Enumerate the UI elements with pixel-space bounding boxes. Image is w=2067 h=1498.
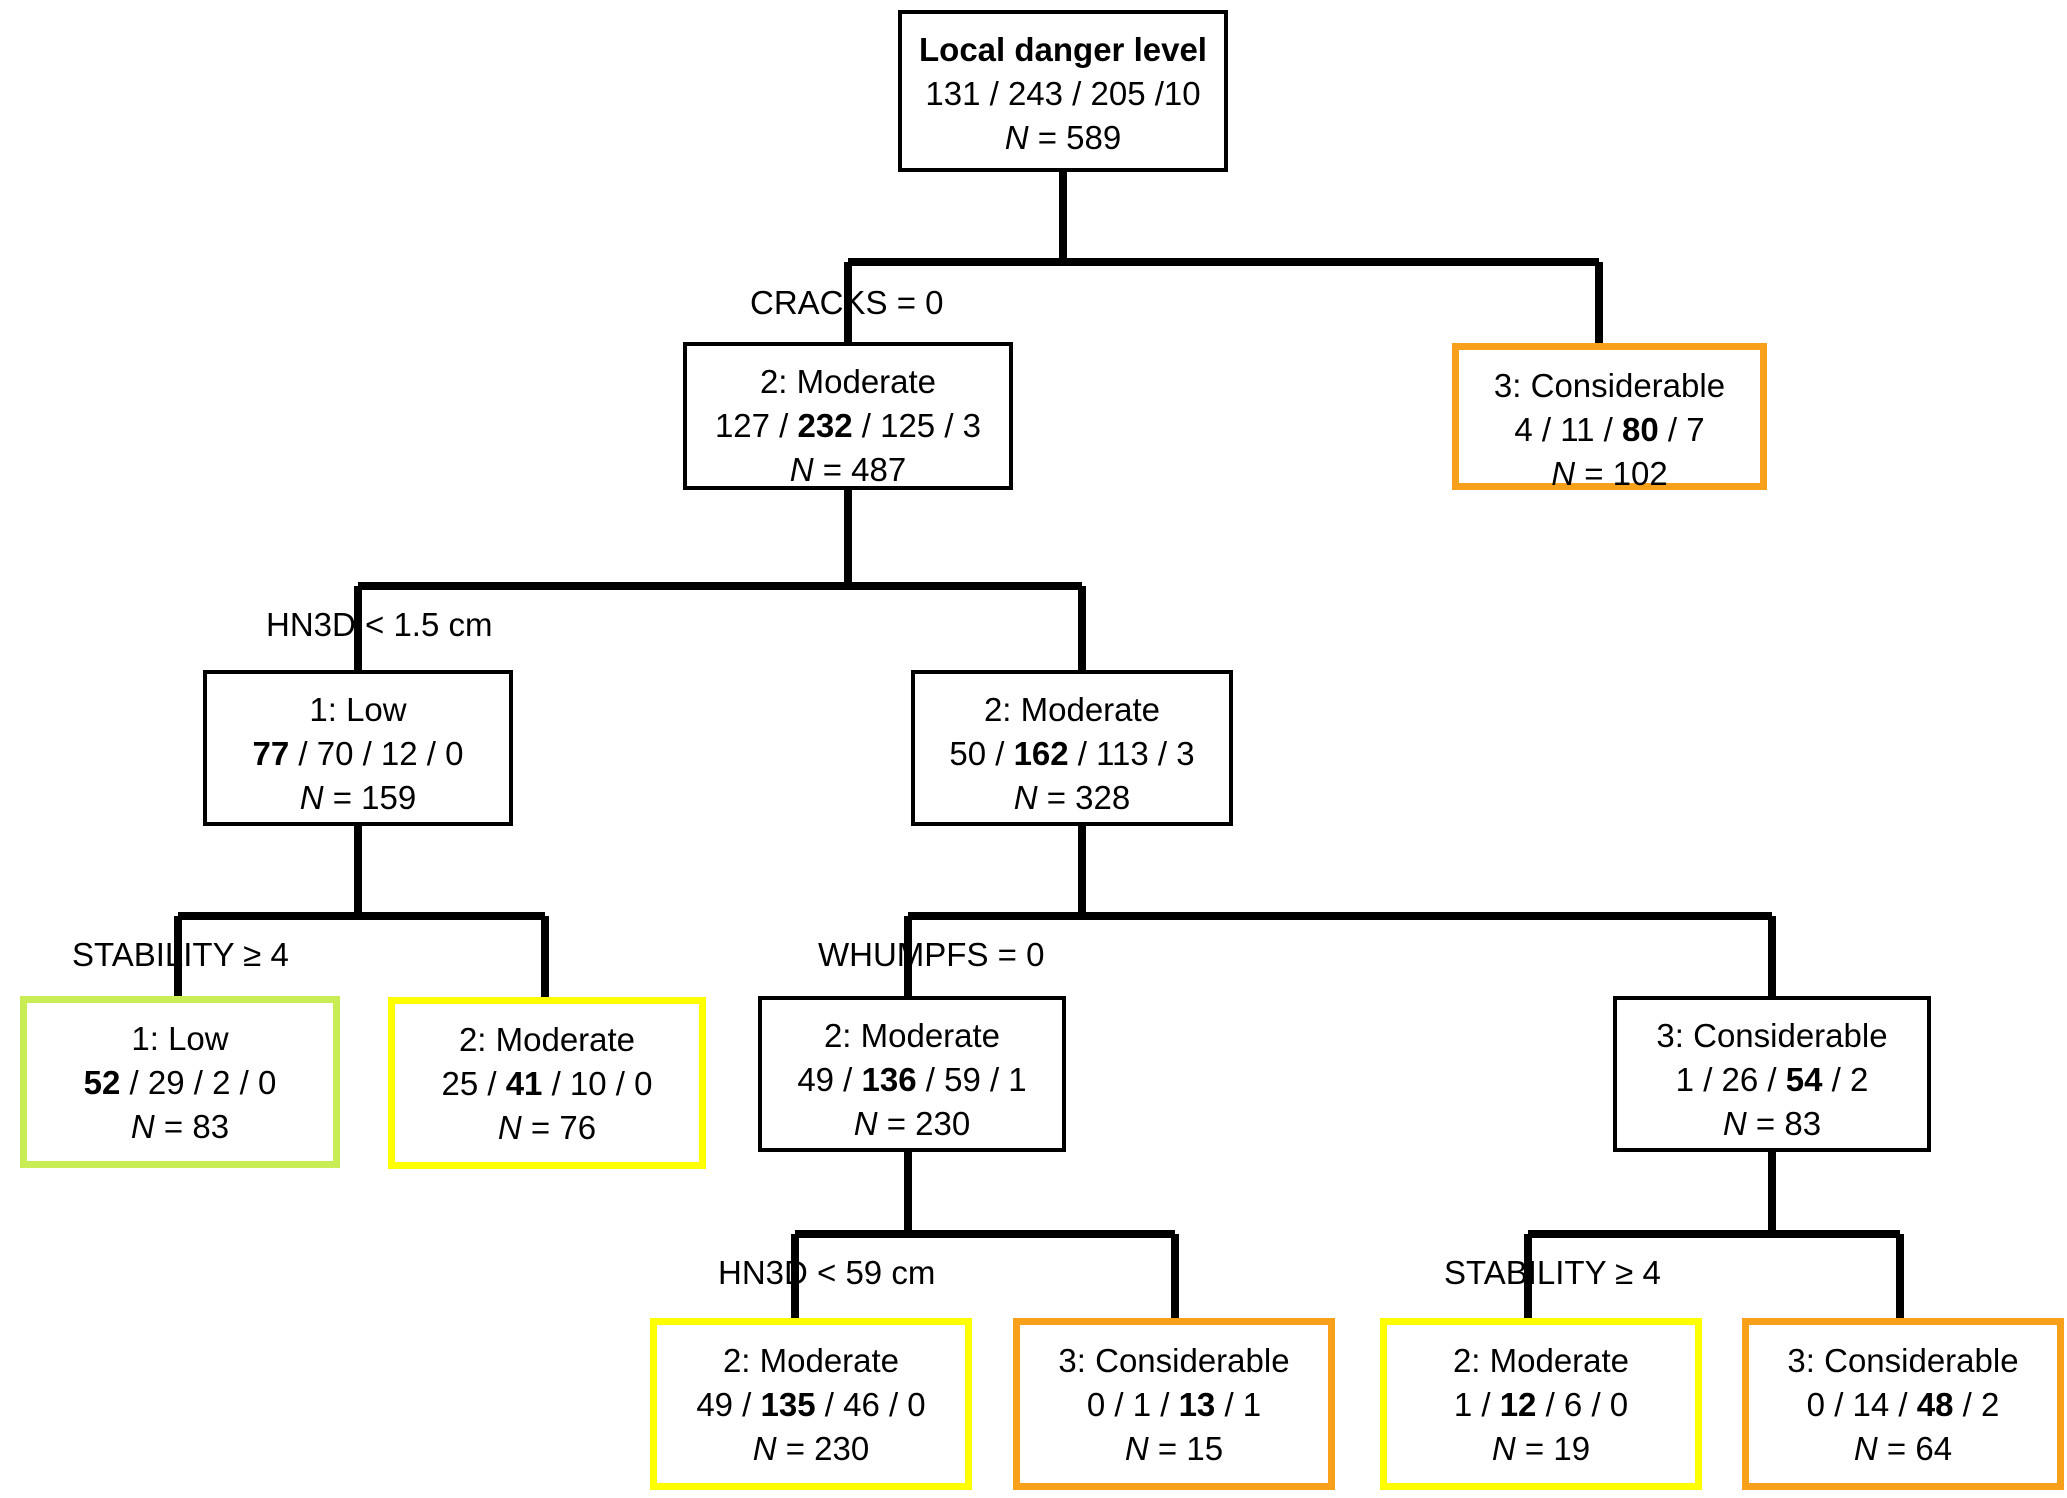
- node-counts: 50 / 162 / 113 / 3: [949, 735, 1195, 772]
- node-leaf-stability2-high-3-considerable[interactable]: 3: Considerable 0 / 14 / 48 / 2 N = 64: [1742, 1318, 2064, 1490]
- node-title: 3: Considerable: [1493, 367, 1726, 404]
- node-leaf-stability2-low-2-moderate[interactable]: 2: Moderate 1 / 12 / 6 / 0 N = 19: [1380, 1318, 1702, 1490]
- node-sample-size: N = 64: [1853, 1430, 1953, 1467]
- node-counts: 49 / 135 / 46 / 0: [696, 1386, 926, 1423]
- node-sample-size: N = 83: [130, 1108, 230, 1145]
- node-leaf-stability-high-2-moderate[interactable]: 2: Moderate 25 / 41 / 10 / 0 N = 76: [388, 997, 706, 1169]
- edge-label-hn3d-59cm: HN3D < 59 cm: [718, 1254, 936, 1291]
- node-whumpfs-1-considerable[interactable]: 3: Considerable 1 / 26 / 54 / 2 N = 83: [1613, 996, 1931, 1152]
- node-sample-size: N = 589: [1004, 119, 1122, 156]
- node-counts: 1 / 12 / 6 / 0: [1453, 1386, 1629, 1423]
- edge-label-whumpfs: WHUMPFS = 0: [818, 936, 1045, 973]
- node-cracks-0-moderate[interactable]: 2: Moderate 127 / 232 / 125 / 3 N = 487: [683, 342, 1013, 490]
- node-counts: 77 / 70 / 12 / 0: [252, 735, 464, 772]
- node-local-danger-level[interactable]: Local danger level 131 / 243 / 205 /10 N…: [898, 10, 1228, 172]
- node-title: 3: Considerable: [1656, 1017, 1888, 1054]
- node-counts: 0 / 1 / 13 / 1: [1086, 1386, 1262, 1423]
- node-sample-size: N = 102: [1551, 455, 1668, 492]
- node-sample-size: N = 159: [299, 779, 417, 816]
- node-counts: 127 / 232 / 125 / 3: [714, 407, 982, 444]
- node-counts: 25 / 41 / 10 / 0: [441, 1065, 653, 1102]
- edge-label-stability-1: STABILITY ≥ 4: [72, 936, 289, 973]
- node-counts: 4 / 11 / 80 / 7: [1514, 411, 1705, 448]
- node-title: 2: Moderate: [458, 1021, 636, 1058]
- node-cracks-1-considerable[interactable]: 3: Considerable 4 / 11 / 80 / 7 N = 102: [1452, 343, 1767, 492]
- node-title: 2: Moderate: [1452, 1342, 1630, 1379]
- node-whumpfs-0-moderate[interactable]: 2: Moderate 49 / 136 / 59 / 1 N = 230: [758, 996, 1066, 1152]
- node-counts: 49 / 136 / 59 / 1: [797, 1061, 1027, 1098]
- node-sample-size: N = 15: [1124, 1430, 1224, 1467]
- node-leaf-hn3d59-low-2-moderate[interactable]: 2: Moderate 49 / 135 / 46 / 0 N = 230: [650, 1318, 972, 1490]
- edge-label-hn3d-1-5cm: HN3D < 1.5 cm: [266, 606, 493, 643]
- node-leaf-stability-low-1-low[interactable]: 1: Low 52 / 29 / 2 / 0 N = 83: [20, 996, 340, 1168]
- node-sample-size: N = 76: [497, 1109, 597, 1146]
- node-counts: 131 / 243 / 205 /10: [925, 75, 1201, 112]
- edge-label-cracks: CRACKS = 0: [750, 284, 944, 321]
- node-counts: 52 / 29 / 2 / 0: [83, 1064, 277, 1101]
- node-sample-size: N = 83: [1722, 1105, 1822, 1142]
- node-hn3d-low-1-low[interactable]: 1: Low 77 / 70 / 12 / 0 N = 159: [203, 670, 513, 826]
- node-sample-size: N = 230: [752, 1430, 870, 1467]
- node-title: 3: Considerable: [1058, 1342, 1290, 1379]
- node-counts: 1 / 26 / 54 / 2: [1675, 1061, 1869, 1098]
- node-title: 1: Low: [131, 1020, 229, 1057]
- node-counts: 0 / 14 / 48 / 2: [1806, 1386, 2000, 1423]
- node-sample-size: N = 328: [1013, 779, 1131, 816]
- node-title: 2: Moderate: [759, 363, 937, 400]
- edge-label-stability-2: STABILITY ≥ 4: [1444, 1254, 1661, 1291]
- node-sample-size: N = 19: [1491, 1430, 1591, 1467]
- node-title: 3: Considerable: [1787, 1342, 2019, 1379]
- node-sample-size: N = 487: [789, 451, 907, 488]
- node-title: Local danger level: [919, 31, 1207, 68]
- node-title: 2: Moderate: [722, 1342, 900, 1379]
- node-title: 2: Moderate: [983, 691, 1161, 728]
- node-sample-size: N = 230: [853, 1105, 971, 1142]
- node-hn3d-high-2-moderate[interactable]: 2: Moderate 50 / 162 / 113 / 3 N = 328: [911, 670, 1233, 826]
- node-title: 1: Low: [309, 691, 407, 728]
- node-leaf-hn3d59-high-3-considerable[interactable]: 3: Considerable 0 / 1 / 13 / 1 N = 15: [1013, 1318, 1335, 1490]
- node-title: 2: Moderate: [823, 1017, 1001, 1054]
